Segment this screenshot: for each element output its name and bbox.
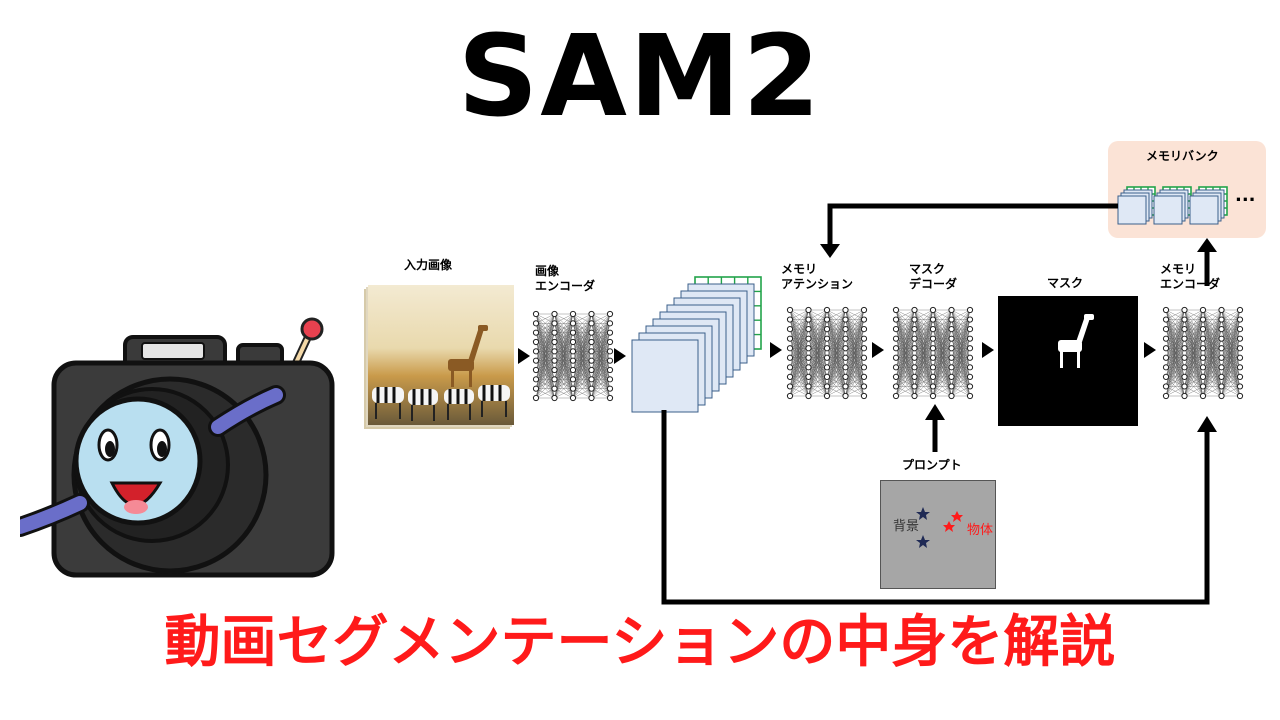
feature-map-stack	[631, 276, 762, 413]
memory-bank-stacks	[1117, 186, 1228, 225]
mask-decoder-label: マスクデコーダ	[909, 262, 958, 291]
input-image-thumbnail	[368, 285, 514, 425]
memory-bank-label: メモリバンク	[1146, 149, 1219, 163]
page-title: SAM2	[457, 12, 823, 142]
arrow-features-to-memory-encoder	[661, 410, 1217, 605]
mask-label: マスク	[1047, 276, 1084, 290]
prompt-background-label: 背景	[893, 519, 920, 534]
input-image-label: 入力画像	[404, 258, 453, 272]
prompt-label: プロンプト	[902, 458, 962, 472]
memory-encoder-network	[1162, 306, 1244, 400]
arrow-features-to-attention	[770, 342, 782, 358]
arrow-encoder-to-features	[614, 348, 626, 364]
memory-attention-label: メモリアテンション	[781, 262, 854, 291]
arrow-decoder-to-mask	[982, 342, 994, 358]
background-star-icon	[916, 507, 930, 548]
arrow-memory-bank-to-attention	[820, 203, 1118, 258]
image-encoder-network	[532, 310, 614, 402]
mask-output-image	[998, 296, 1138, 426]
arrow-prompt-to-decoder	[925, 404, 945, 452]
prompt-object-label: 物体	[967, 523, 994, 538]
image-encoder-label: 画像エンコーダ	[535, 264, 596, 293]
memory-bank-ellipsis: ...	[1235, 185, 1256, 206]
prompt-panel: 背景 物体	[880, 480, 996, 589]
arrow-input-to-encoder	[518, 348, 530, 364]
arrow-mask-to-memory-encoder	[1144, 342, 1156, 358]
page-subtitle: 動画セグメンテーションの中身を解説	[164, 610, 1116, 675]
mask-decoder-network	[892, 306, 974, 400]
memory-attention-network	[786, 306, 868, 400]
arrow-attention-to-decoder	[872, 342, 884, 358]
camera-mascot-icon	[20, 317, 335, 578]
arrow-memory-encoder-to-bank	[1197, 238, 1217, 286]
object-star-icon	[943, 511, 963, 532]
